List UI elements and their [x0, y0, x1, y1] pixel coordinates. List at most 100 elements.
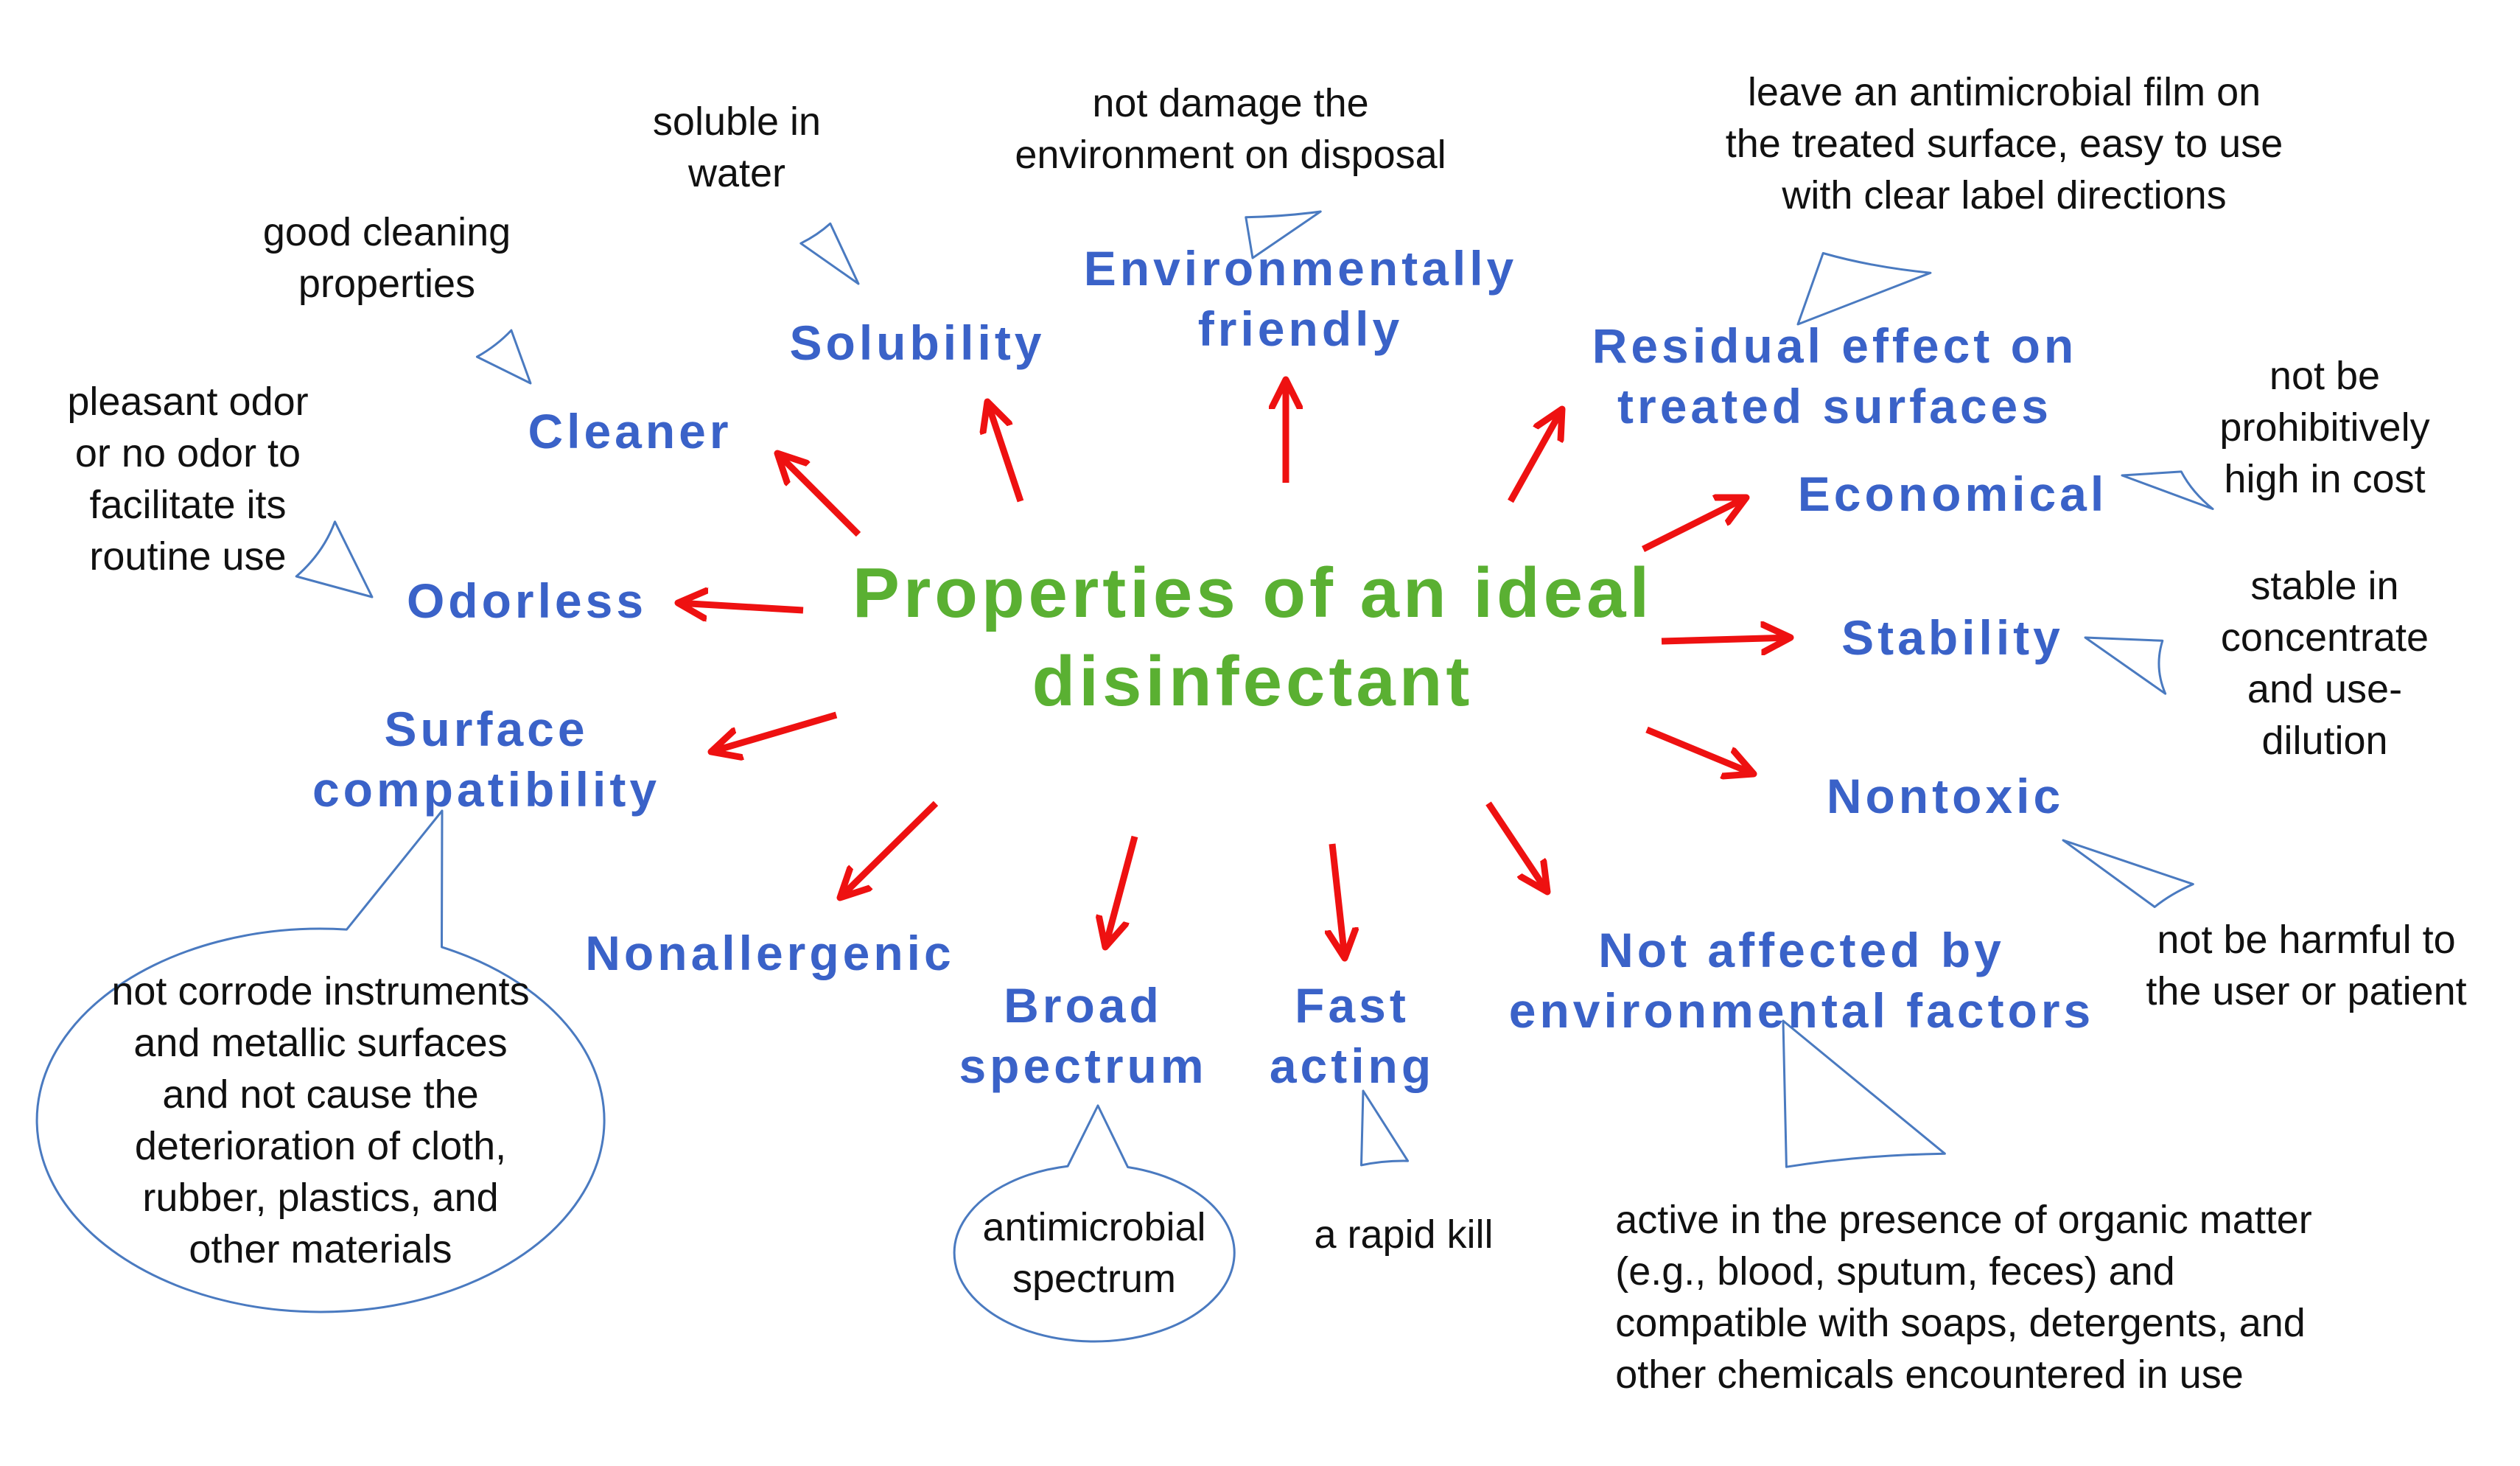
property-cleaner-line: Cleaner	[528, 404, 732, 458]
bubble-note-odorless-line: or no odor to	[74, 431, 301, 475]
arrow-to-cleaner	[777, 453, 861, 537]
arrow-to-solubility	[987, 402, 1024, 503]
bubble-note-surface-compatibility-line: other materials	[189, 1227, 452, 1271]
speech-bubble-environmentally-friendly	[1245, 210, 1322, 259]
bubble-note-odorless-line: routine use	[89, 534, 287, 579]
property-economical: Economical	[1798, 464, 2107, 524]
speech-bubble-cleaner	[475, 329, 532, 385]
speech-bubble-not-affected	[1782, 1019, 1946, 1168]
diagram-title-line-1: Properties of an ideal	[852, 554, 1653, 632]
bubble-note-environmentally-friendly: not damage the environment on disposal	[1015, 77, 1446, 181]
property-residual-effect-line: treated surfaces	[1617, 379, 2052, 433]
bubble-note-cleaner: good cleaning properties	[263, 206, 511, 310]
property-fast-acting-line: Fast	[1295, 978, 1410, 1033]
bubble-note-stability-line: and use-	[2247, 667, 2403, 711]
bubble-note-residual-effect-line: with clear label directions	[1782, 173, 2227, 217]
bubble-note-odorless: pleasant odor or no odor to facilitate its…	[67, 376, 308, 582]
bubble-note-nontoxic-line: the user or patient	[2146, 969, 2467, 1013]
property-stability-line: Stability	[1841, 610, 2064, 665]
arrow-to-nonallergenic	[840, 800, 939, 898]
property-not-affected-line: environmental factors	[1508, 983, 2095, 1038]
property-not-affected: Not affected by environmental factors	[1509, 920, 2095, 1041]
speech-bubble-fast-acting	[1360, 1089, 1410, 1167]
bubble-note-not-affected-line: active in the presence of organic matter	[1615, 1198, 2312, 1242]
property-economical-line: Economical	[1797, 467, 2108, 521]
arrow-to-stability	[1661, 638, 1791, 641]
bubble-note-economical-line: prohibitively	[2219, 405, 2430, 450]
property-odorless-line: Odorless	[406, 573, 648, 628]
property-solubility: Solubility	[790, 313, 1046, 373]
bubble-note-fast-acting: a rapid kill	[1314, 1209, 1493, 1260]
property-broad-spectrum: Broad spectrum	[959, 975, 1207, 1096]
bubble-note-stability-line: concentrate	[2220, 615, 2429, 660]
speech-bubble-odorless	[295, 520, 374, 598]
bubble-note-surface-compatibility-line: not corrode instruments	[111, 969, 530, 1013]
property-not-affected-line: Not affected by	[1598, 923, 2005, 977]
bubble-note-surface-compatibility: not corrode instruments and metallic surf…	[111, 966, 529, 1275]
arrow-to-odorless	[678, 603, 804, 610]
property-nontoxic: Nontoxic	[1827, 766, 2064, 826]
bubble-note-stability: stable in concentrate and use-dilution	[2221, 560, 2429, 767]
property-nontoxic-line: Nontoxic	[1826, 769, 2065, 823]
bubble-note-economical-line: not be	[2269, 354, 2381, 398]
speech-bubble-surface-compatibility	[35, 809, 606, 1313]
bubble-note-not-affected: active in the presence of organic matter…	[1615, 1194, 2312, 1400]
property-stability: Stability	[1841, 607, 2064, 668]
bubble-note-cleaner-line: good cleaning	[262, 210, 511, 254]
property-environmentally-friendly-line: friendly	[1197, 301, 1404, 356]
property-surface-compatibility-line: compatibility	[312, 762, 661, 817]
speech-bubble-residual-effect	[1796, 252, 1932, 326]
bubble-note-surface-compatibility-line: and metallic surfaces	[133, 1021, 508, 1065]
speech-bubble-stability	[2084, 636, 2167, 695]
bubble-note-not-affected-line: (e.g., blood, sputum, feces) and	[1615, 1249, 2175, 1294]
property-broad-spectrum-line: spectrum	[959, 1039, 1208, 1093]
arrow-to-not-affected	[1485, 801, 1547, 892]
property-surface-compatibility-line: Surface	[384, 702, 589, 756]
property-solubility-line: Solubility	[789, 315, 1046, 370]
speech-bubble-nontoxic	[2062, 839, 2194, 908]
property-environmentally-friendly-line: Environmentally	[1083, 241, 1518, 296]
bubble-note-environmentally-friendly-line: not damage the	[1092, 81, 1369, 125]
bubble-note-surface-compatibility-line: rubber, plastics, and	[142, 1176, 499, 1220]
property-nonallergenic-line: Nonallergenic	[585, 926, 955, 980]
bubble-note-nontoxic: not be harmful to the user or patient	[2146, 914, 2466, 1017]
property-odorless: Odorless	[407, 570, 647, 631]
arrow-to-residual-effect	[1508, 409, 1562, 503]
bubble-note-stability-line: stable in	[2250, 564, 2399, 608]
bubble-note-not-affected-line: compatible with soaps, detergents, and	[1615, 1301, 2306, 1345]
bubble-note-broad-spectrum-line: spectrum	[1012, 1257, 1177, 1301]
bubble-note-odorless-line: pleasant odor	[67, 380, 309, 424]
speech-bubble-broad-spectrum	[953, 1104, 1236, 1343]
arrow-to-economical	[1641, 498, 1746, 553]
bubble-note-residual-effect: leave an antimicrobial film on the treate…	[1726, 66, 2283, 221]
bubble-note-surface-compatibility-line: and not cause the	[162, 1072, 479, 1117]
arrow-to-surface-compatibility	[711, 711, 838, 752]
arrow-to-nontoxic	[1645, 726, 1754, 774]
bubble-note-nontoxic-line: not be harmful to	[2157, 918, 2456, 962]
bubble-note-broad-spectrum-line: antimicrobial	[982, 1205, 1206, 1249]
bubble-note-broad-spectrum: antimicrobial spectrum	[982, 1201, 1205, 1305]
bubble-note-cleaner-line: properties	[298, 262, 476, 306]
speech-bubble-solubility	[799, 222, 860, 285]
bubble-note-stability-line: dilution	[2261, 719, 2388, 763]
bubble-note-residual-effect-line: the treated surface, easy to use	[1725, 122, 2283, 166]
arrow-to-fast-acting	[1332, 843, 1345, 958]
bubble-note-environmentally-friendly-line: environment on disposal	[1015, 133, 1446, 177]
property-nonallergenic: Nonallergenic	[585, 923, 954, 983]
property-surface-compatibility: Surface compatibility	[312, 699, 660, 820]
property-residual-effect: Residual effect on treated surfaces	[1592, 315, 2077, 436]
property-broad-spectrum-line: Broad	[1004, 978, 1163, 1033]
diagram-title: Properties of an ideal disinfectant	[853, 549, 1653, 726]
property-residual-effect-line: Residual effect on	[1592, 318, 2078, 373]
bubble-note-solubility-line: water	[687, 151, 786, 195]
property-cleaner: Cleaner	[528, 401, 732, 461]
bubble-note-solubility-line: soluble in	[652, 100, 822, 144]
bubble-note-odorless-line: facilitate its	[89, 483, 287, 527]
diagram-title-line-2: disinfectant	[1032, 642, 1474, 721]
bubble-note-fast-acting-line: a rapid kill	[1314, 1212, 1494, 1257]
bubble-note-residual-effect-line: leave an antimicrobial film on	[1747, 70, 2261, 114]
